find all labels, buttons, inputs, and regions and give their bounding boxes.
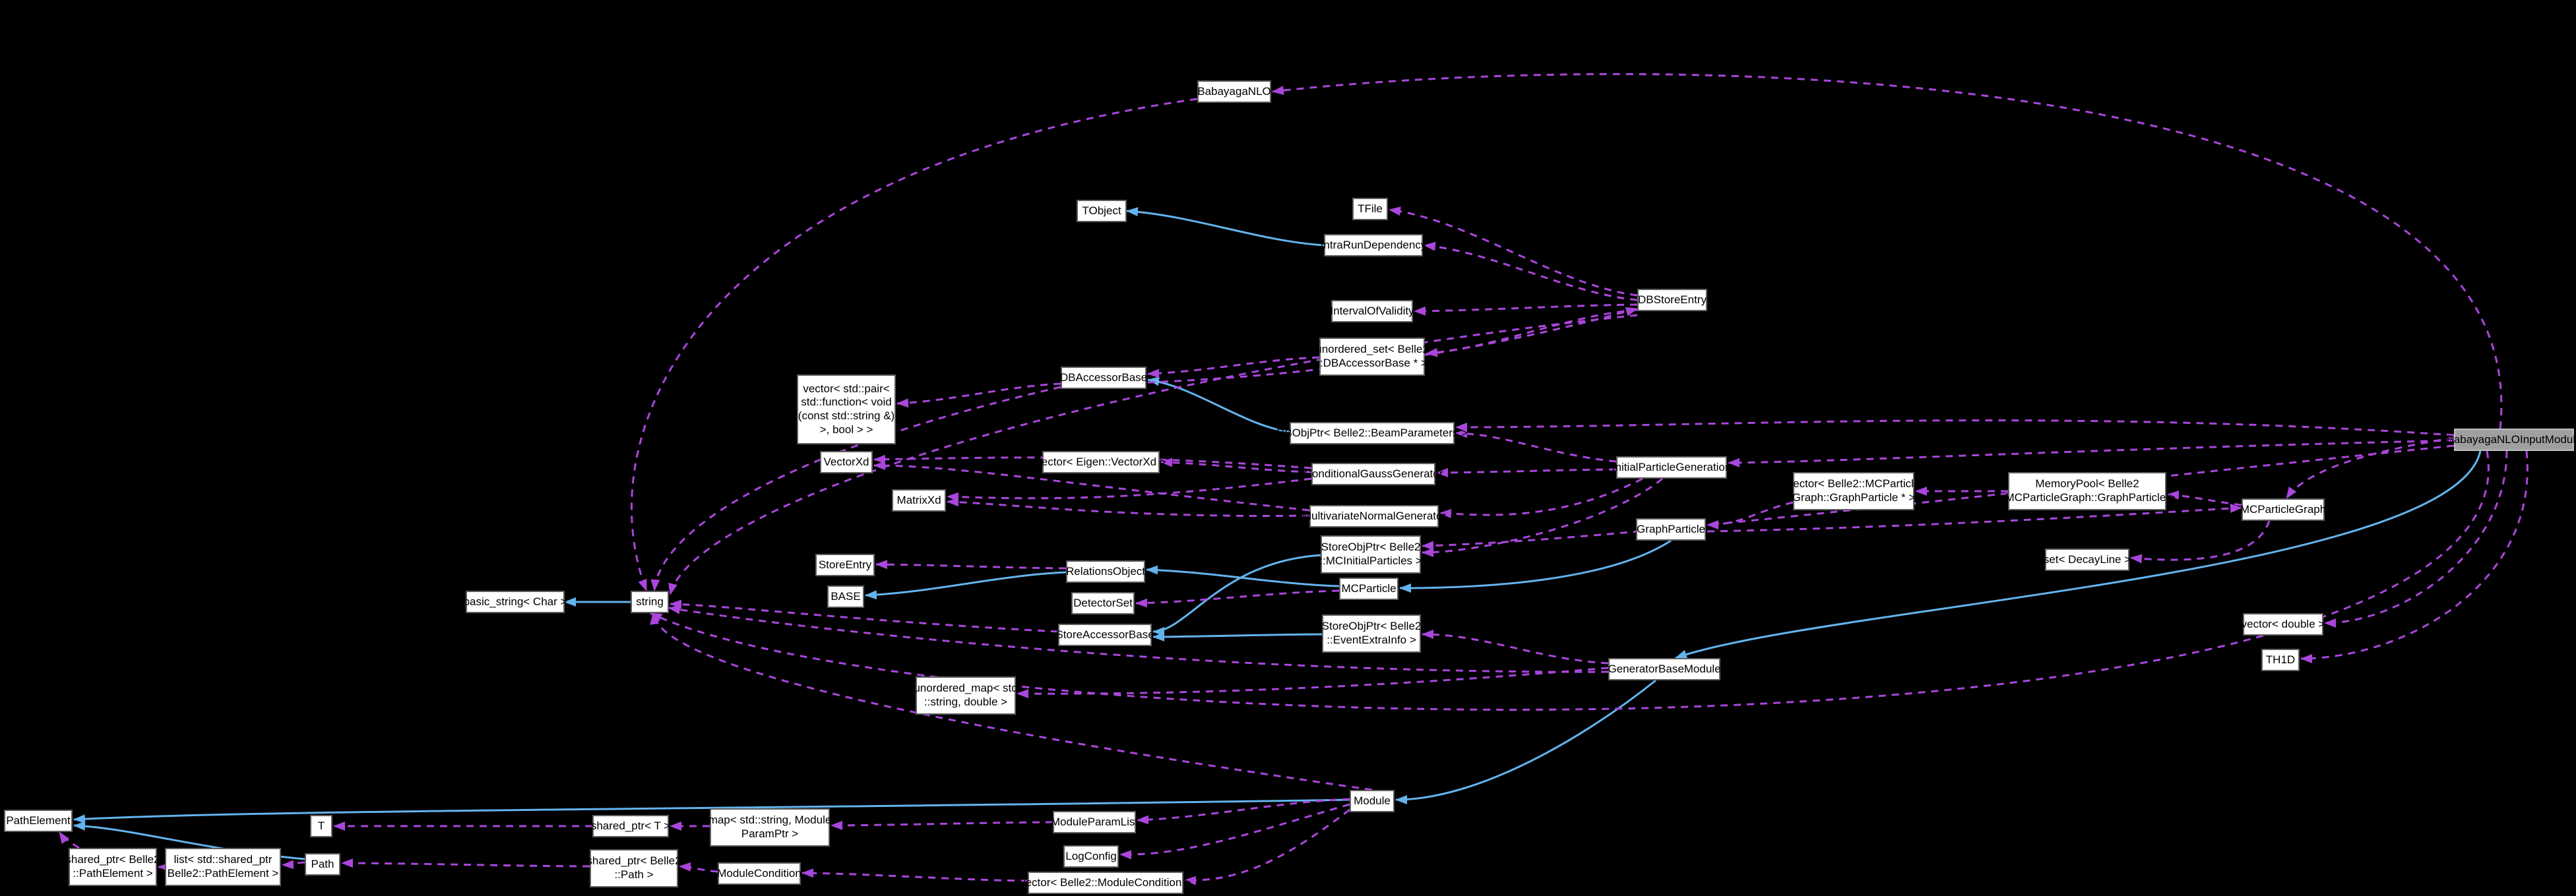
node-sptr_pe[interactable]: shared_ptr< Belle2 ::PathElement >	[65, 848, 160, 886]
edge-sptr_pe-to-pathelement	[58, 831, 80, 849]
edge-vec_mcpg-to-graphparticle	[1707, 501, 1794, 529]
node-vec_mcpg[interactable]: vector< Belle2::MCParticle Graph::GraphP…	[1788, 472, 1920, 510]
edge-mcpgraph-to-mempool	[2167, 491, 2242, 506]
node-module[interactable]: Module	[1350, 790, 1395, 812]
edge-module-to-vec_modcond	[1184, 808, 1350, 885]
edge-initpartgen-to-soptr_mcinit	[1422, 477, 1663, 557]
node-mempool[interactable]: MemoryPool< Belle2 ::MCParticleGraph::Gr…	[1999, 472, 2176, 510]
node-map_param[interactable]: map< std::string, Module ParamPtr >	[708, 808, 831, 847]
edge-sptr_path-to-path	[341, 858, 590, 868]
edge-genbasemod-to-umap_sd	[1017, 667, 1609, 699]
node-iov[interactable]: IntervalOfValidity	[1330, 300, 1414, 322]
node-tfile[interactable]: TFile	[1352, 198, 1388, 220]
node-uset_dba[interactable]: unordered_set< Belle2 ::DBAccessorBase *…	[1315, 338, 1429, 376]
node-umap_sd[interactable]: unordered_map< std ::string, double >	[914, 676, 1018, 715]
edge-soptr_mcinit-to-storeaccessor	[1152, 554, 1321, 636]
edge-dbobjptr_beam-to-dbaccessorbase	[1147, 376, 1290, 433]
edge-module-to-logconfig	[1119, 803, 1350, 860]
edge-relationsobject-to-storeentry	[875, 560, 1067, 570]
edge-initpartgen-to-condgauss	[1436, 467, 1617, 477]
node-intrarun[interactable]: IntraRunDependency	[1321, 234, 1426, 256]
node-basic_string[interactable]: basic_string< Char >	[464, 591, 567, 613]
node-pathelement[interactable]: PathElement	[4, 810, 73, 832]
edge-uset_dba-to-dbaccessorbase	[1147, 356, 1320, 378]
node-list_sptr_pe[interactable]: list< std::shared_ptr < Belle2::PathElem…	[158, 848, 288, 886]
node-soptr_eei[interactable]: StoreObjPtr< Belle2 ::EventExtraInfo >	[1322, 614, 1421, 653]
edge-dbstoreentry-to-uset_dba	[1426, 309, 1638, 357]
edge-modulecondition-to-sptr_path	[679, 862, 718, 873]
node-matrixxd[interactable]: MatrixXd	[892, 489, 946, 512]
node-modulecondition[interactable]: ModuleCondition	[717, 862, 801, 885]
node-vec_eigen[interactable]: vector< Eigen::VectorXd >	[1036, 451, 1166, 473]
node-t_param[interactable]: T	[310, 815, 332, 837]
edge-dbstoreentry-to-intrarun	[1424, 241, 1638, 301]
node-relationsobject[interactable]: RelationsObject	[1066, 560, 1145, 583]
edge-dbstoreentry-to-iov	[1414, 303, 1638, 316]
node-path[interactable]: Path	[305, 853, 340, 876]
edge-bnim-to-initpartgen	[1728, 439, 2455, 467]
edge-mcparticle-to-relationsobject	[1146, 565, 1340, 587]
edge-initpartgen-to-dbobjptr_beam	[1455, 429, 1617, 463]
node-storeaccessor[interactable]: StoreAccessorBase	[1055, 624, 1154, 646]
edge-genbasemod-to-module	[1395, 679, 1656, 804]
edge-intrarun-to-tobject	[1126, 207, 1325, 247]
node-detectorset[interactable]: DetectorSet	[1071, 592, 1135, 614]
edge-moduleparamlist-to-map_param	[831, 820, 1053, 830]
edge-module-to-moduleparamlist	[1137, 798, 1350, 825]
edge-condgauss-to-vec_eigen	[1160, 458, 1312, 473]
node-string[interactable]: string	[631, 591, 669, 613]
node-dbstoreentry[interactable]: DBStoreEntry	[1637, 289, 1707, 311]
edge-relationsobject-to-base	[865, 571, 1067, 600]
node-sptr_t[interactable]: shared_ptr< T >	[591, 815, 670, 837]
edge-condgauss-to-matrixxd	[947, 477, 1312, 502]
edge-bnim-to-soptr_mcinit	[1422, 444, 2455, 551]
edge-mvngen-to-matrixxd	[947, 497, 1310, 517]
edge-bnim-to-th1d	[2300, 450, 2529, 663]
node-logconfig[interactable]: LogConfig	[1063, 845, 1119, 868]
node-vec_modcond[interactable]: vector< Belle2::ModuleCondition >	[1020, 872, 1191, 894]
edge-dbstoreentry-to-tfile	[1389, 206, 1638, 297]
node-storeentry[interactable]: StoreEntry	[815, 554, 875, 576]
node-soptr_mcinit[interactable]: StoreObjPtr< Belle2 ::MCInitialParticles…	[1319, 535, 1422, 574]
node-th1d[interactable]: TH1D	[2261, 649, 2300, 671]
edge-graphparticle-to-mcpgraph	[1707, 504, 2242, 533]
node-mcparticle[interactable]: MCParticle	[1339, 578, 1398, 600]
node-moduleparamlist[interactable]: ModuleParamList	[1051, 811, 1138, 833]
node-genbasemod[interactable]: GeneratorBaseModule	[1608, 658, 1721, 680]
node-vec_pair_fn[interactable]: vector< std::pair< std::function< void (…	[797, 374, 896, 444]
edge-bnim-to-babayaganlo	[1272, 73, 2503, 429]
edge-bnim-to-mcpgraph	[2285, 436, 2455, 499]
node-graphparticle[interactable]: GraphParticle	[1636, 518, 1706, 541]
node-vectorxd[interactable]: VectorXd	[820, 451, 873, 473]
edge-graphparticle-to-mcparticle	[1399, 539, 1672, 593]
node-set_decay[interactable]: set< DecayLine >	[2044, 549, 2131, 571]
edge-vec_modcond-to-modulecondition	[801, 868, 1028, 882]
node-dbaccessorbase[interactable]: DBAccessorBase	[1060, 367, 1147, 389]
node-tobject[interactable]: TObject	[1077, 200, 1127, 222]
node-condgauss[interactable]: ConditionalGaussGenerator	[1304, 463, 1443, 485]
edge-bnim-to-dbobjptr_beam	[1455, 419, 2455, 436]
edge-genbasemod-to-soptr_eei	[1422, 630, 1609, 665]
edge-initpartgen-to-mvngen	[1439, 477, 1643, 519]
edge-mcpgraph-to-set_decay	[2130, 520, 2271, 564]
node-sptr_path[interactable]: shared_ptr< Belle2 ::Path >	[586, 849, 681, 887]
node-bnim: BabayagaNLOInputModule	[2446, 429, 2576, 451]
node-base[interactable]: BASE	[827, 585, 864, 608]
edge-storeaccessor-to-string	[670, 599, 1059, 633]
edge-bnim-to-vec_double	[2324, 450, 2508, 628]
node-mvngen[interactable]: MultivariateNormalGenerator	[1302, 505, 1446, 527]
node-babayaganlo[interactable]: BabayagaNLO	[1197, 80, 1271, 103]
edge-babayaganlo-to-string	[631, 98, 1198, 591]
node-vec_double[interactable]: vector< double >	[2242, 613, 2325, 636]
node-initpartgen[interactable]: InitialParticleGeneration	[1612, 456, 1731, 479]
edge-mcparticle-to-detectorset	[1135, 589, 1340, 608]
node-dbobjptr_beam[interactable]: DBObjPtr< Belle2::BeamParameters >	[1276, 422, 1468, 444]
edge-soptr_eei-to-storeaccessor	[1152, 632, 1323, 642]
node-mcpgraph[interactable]: MCParticleGraph	[2240, 498, 2326, 521]
edge-dbaccessorbase-to-vec_pair_fn	[896, 382, 1061, 408]
